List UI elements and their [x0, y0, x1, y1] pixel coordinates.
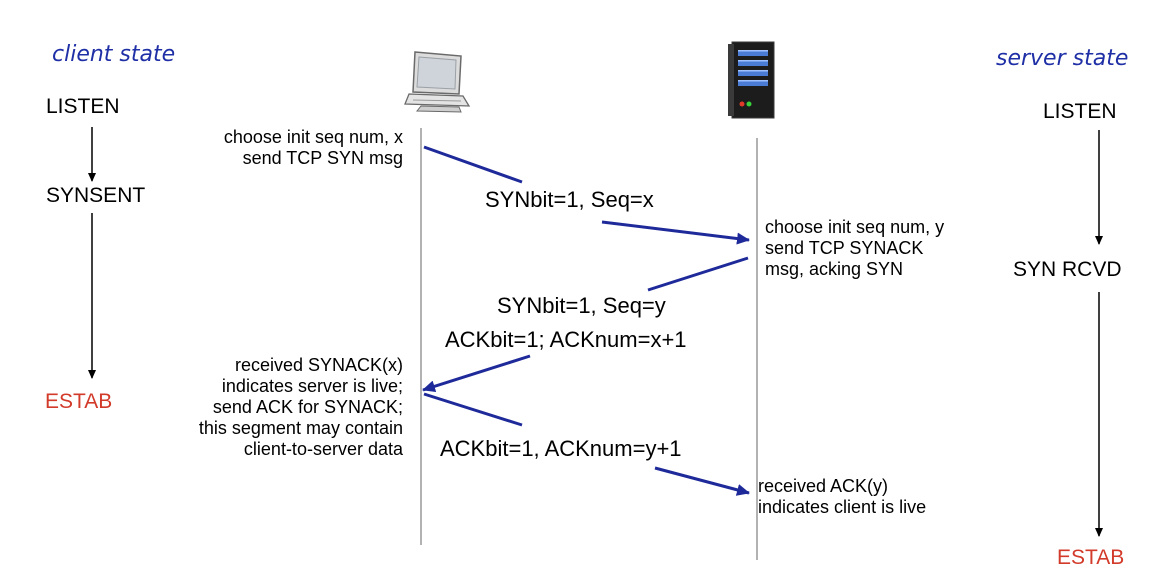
server-state-estab: ESTAB — [1057, 546, 1125, 569]
client-init-note-line: choose init seq num, x — [223, 127, 403, 147]
server-init-note-line: msg, acking SYN — [765, 259, 904, 279]
server-received-note-line: received ACK(y) — [758, 476, 889, 496]
ack-message-arrow — [423, 392, 749, 493]
server-tower-icon — [726, 40, 778, 120]
client-state-synsent: SYNSENT — [46, 184, 146, 207]
server-init-note-line: choose init seq num, y — [765, 217, 945, 237]
client-state-estab: ESTAB — [45, 390, 113, 413]
client-received-note-line: received SYNACK(x) — [234, 355, 403, 375]
syn-message-arrow — [423, 145, 749, 240]
server-state-synrcvd: SYN RCVD — [1013, 258, 1122, 281]
server-received-note-line: indicates client is live — [758, 497, 927, 517]
synack-message-arrow — [423, 256, 749, 390]
client-state-listen: LISTEN — [46, 95, 120, 118]
server-state-listen: LISTEN — [1043, 100, 1117, 123]
client-state-header: client state — [52, 42, 176, 67]
client-received-note-line: this segment may contain — [198, 418, 403, 438]
server-state-header: server state — [996, 46, 1129, 71]
ack-message-label: ACKbit=1, ACKnum=y+1 — [440, 436, 682, 461]
server-init-note-line: send TCP SYNACK — [765, 238, 924, 258]
server-init-note: choose init seq num, y send TCP SYNACK m… — [765, 217, 944, 280]
server-received-note: received ACK(y) indicates client is live — [758, 476, 926, 518]
client-received-note-line: client-to-server data — [243, 439, 403, 459]
client-init-note-line: send TCP SYN msg — [242, 148, 403, 168]
client-received-note-line: send ACK for SYNACK; — [212, 397, 403, 417]
client-received-note: received SYNACK(x) indicates server is l… — [199, 355, 403, 460]
desktop-computer-icon — [403, 50, 471, 114]
client-received-note-line: indicates server is live; — [221, 376, 403, 396]
synack-message-label-2: ACKbit=1; ACKnum=x+1 — [445, 327, 687, 352]
synack-message-label-1: SYNbit=1, Seq=y — [497, 293, 666, 318]
client-init-note: choose init seq num, x send TCP SYN msg — [224, 127, 403, 169]
syn-message-label: SYNbit=1, Seq=x — [485, 187, 654, 212]
